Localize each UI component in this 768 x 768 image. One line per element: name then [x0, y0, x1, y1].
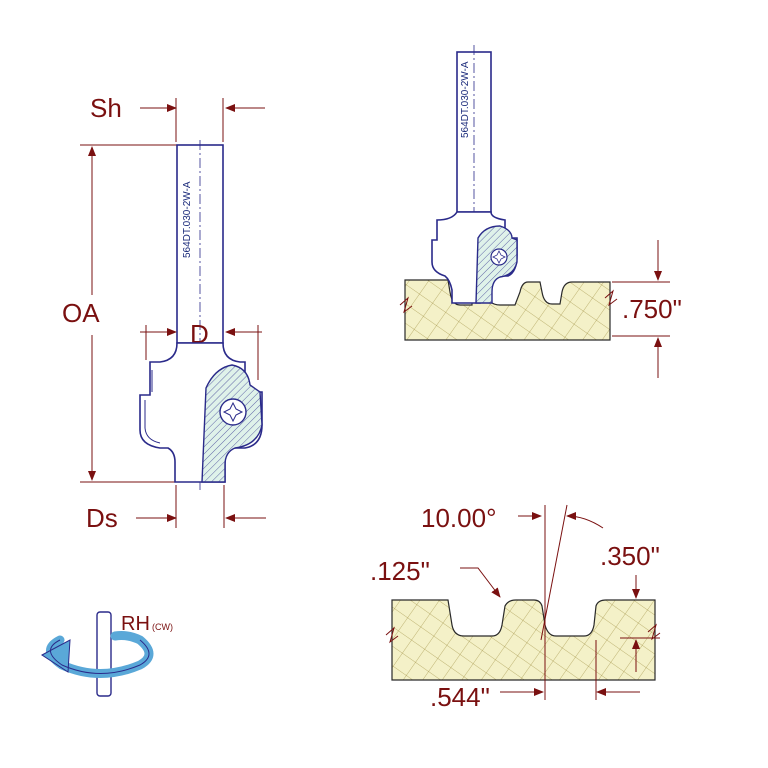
- spindle-icon: [96, 611, 112, 697]
- torx-screw-icon-small: [490, 248, 508, 266]
- shank-dia-label: Sh: [90, 93, 122, 123]
- cut-depth-view: 564DT.030-2W-A .750": [399, 45, 682, 378]
- part-number-etch: 564DT.030-2W-A: [182, 181, 193, 258]
- part-number-etch-small: 564DT.030-2W-A: [460, 61, 471, 138]
- width-dimension: .544": [430, 682, 490, 712]
- depth-dimension: .750": [622, 294, 682, 324]
- torx-screw-icon: [219, 398, 247, 426]
- rotation-indicator: RH (CW): [41, 611, 173, 697]
- groove-profile-view: 10.00° .125" .350" .544": [370, 503, 661, 712]
- main-bit-view: Sh OA 564DT.030-2W-A D Ds: [62, 93, 266, 533]
- rotation-label: RH: [121, 613, 150, 635]
- rotation-sub-label: (CW): [152, 622, 173, 632]
- radius-dimension: .125": [370, 556, 430, 586]
- cut-dia-label: D: [190, 319, 209, 349]
- angle-dimension: 10.00°: [421, 503, 496, 533]
- height-dimension: .350": [600, 541, 660, 571]
- overall-length-label: OA: [62, 298, 100, 328]
- wood-workpiece-top: [404, 279, 611, 341]
- wood-workpiece-profile: [391, 599, 656, 681]
- shoulder-dia-label: Ds: [86, 503, 118, 533]
